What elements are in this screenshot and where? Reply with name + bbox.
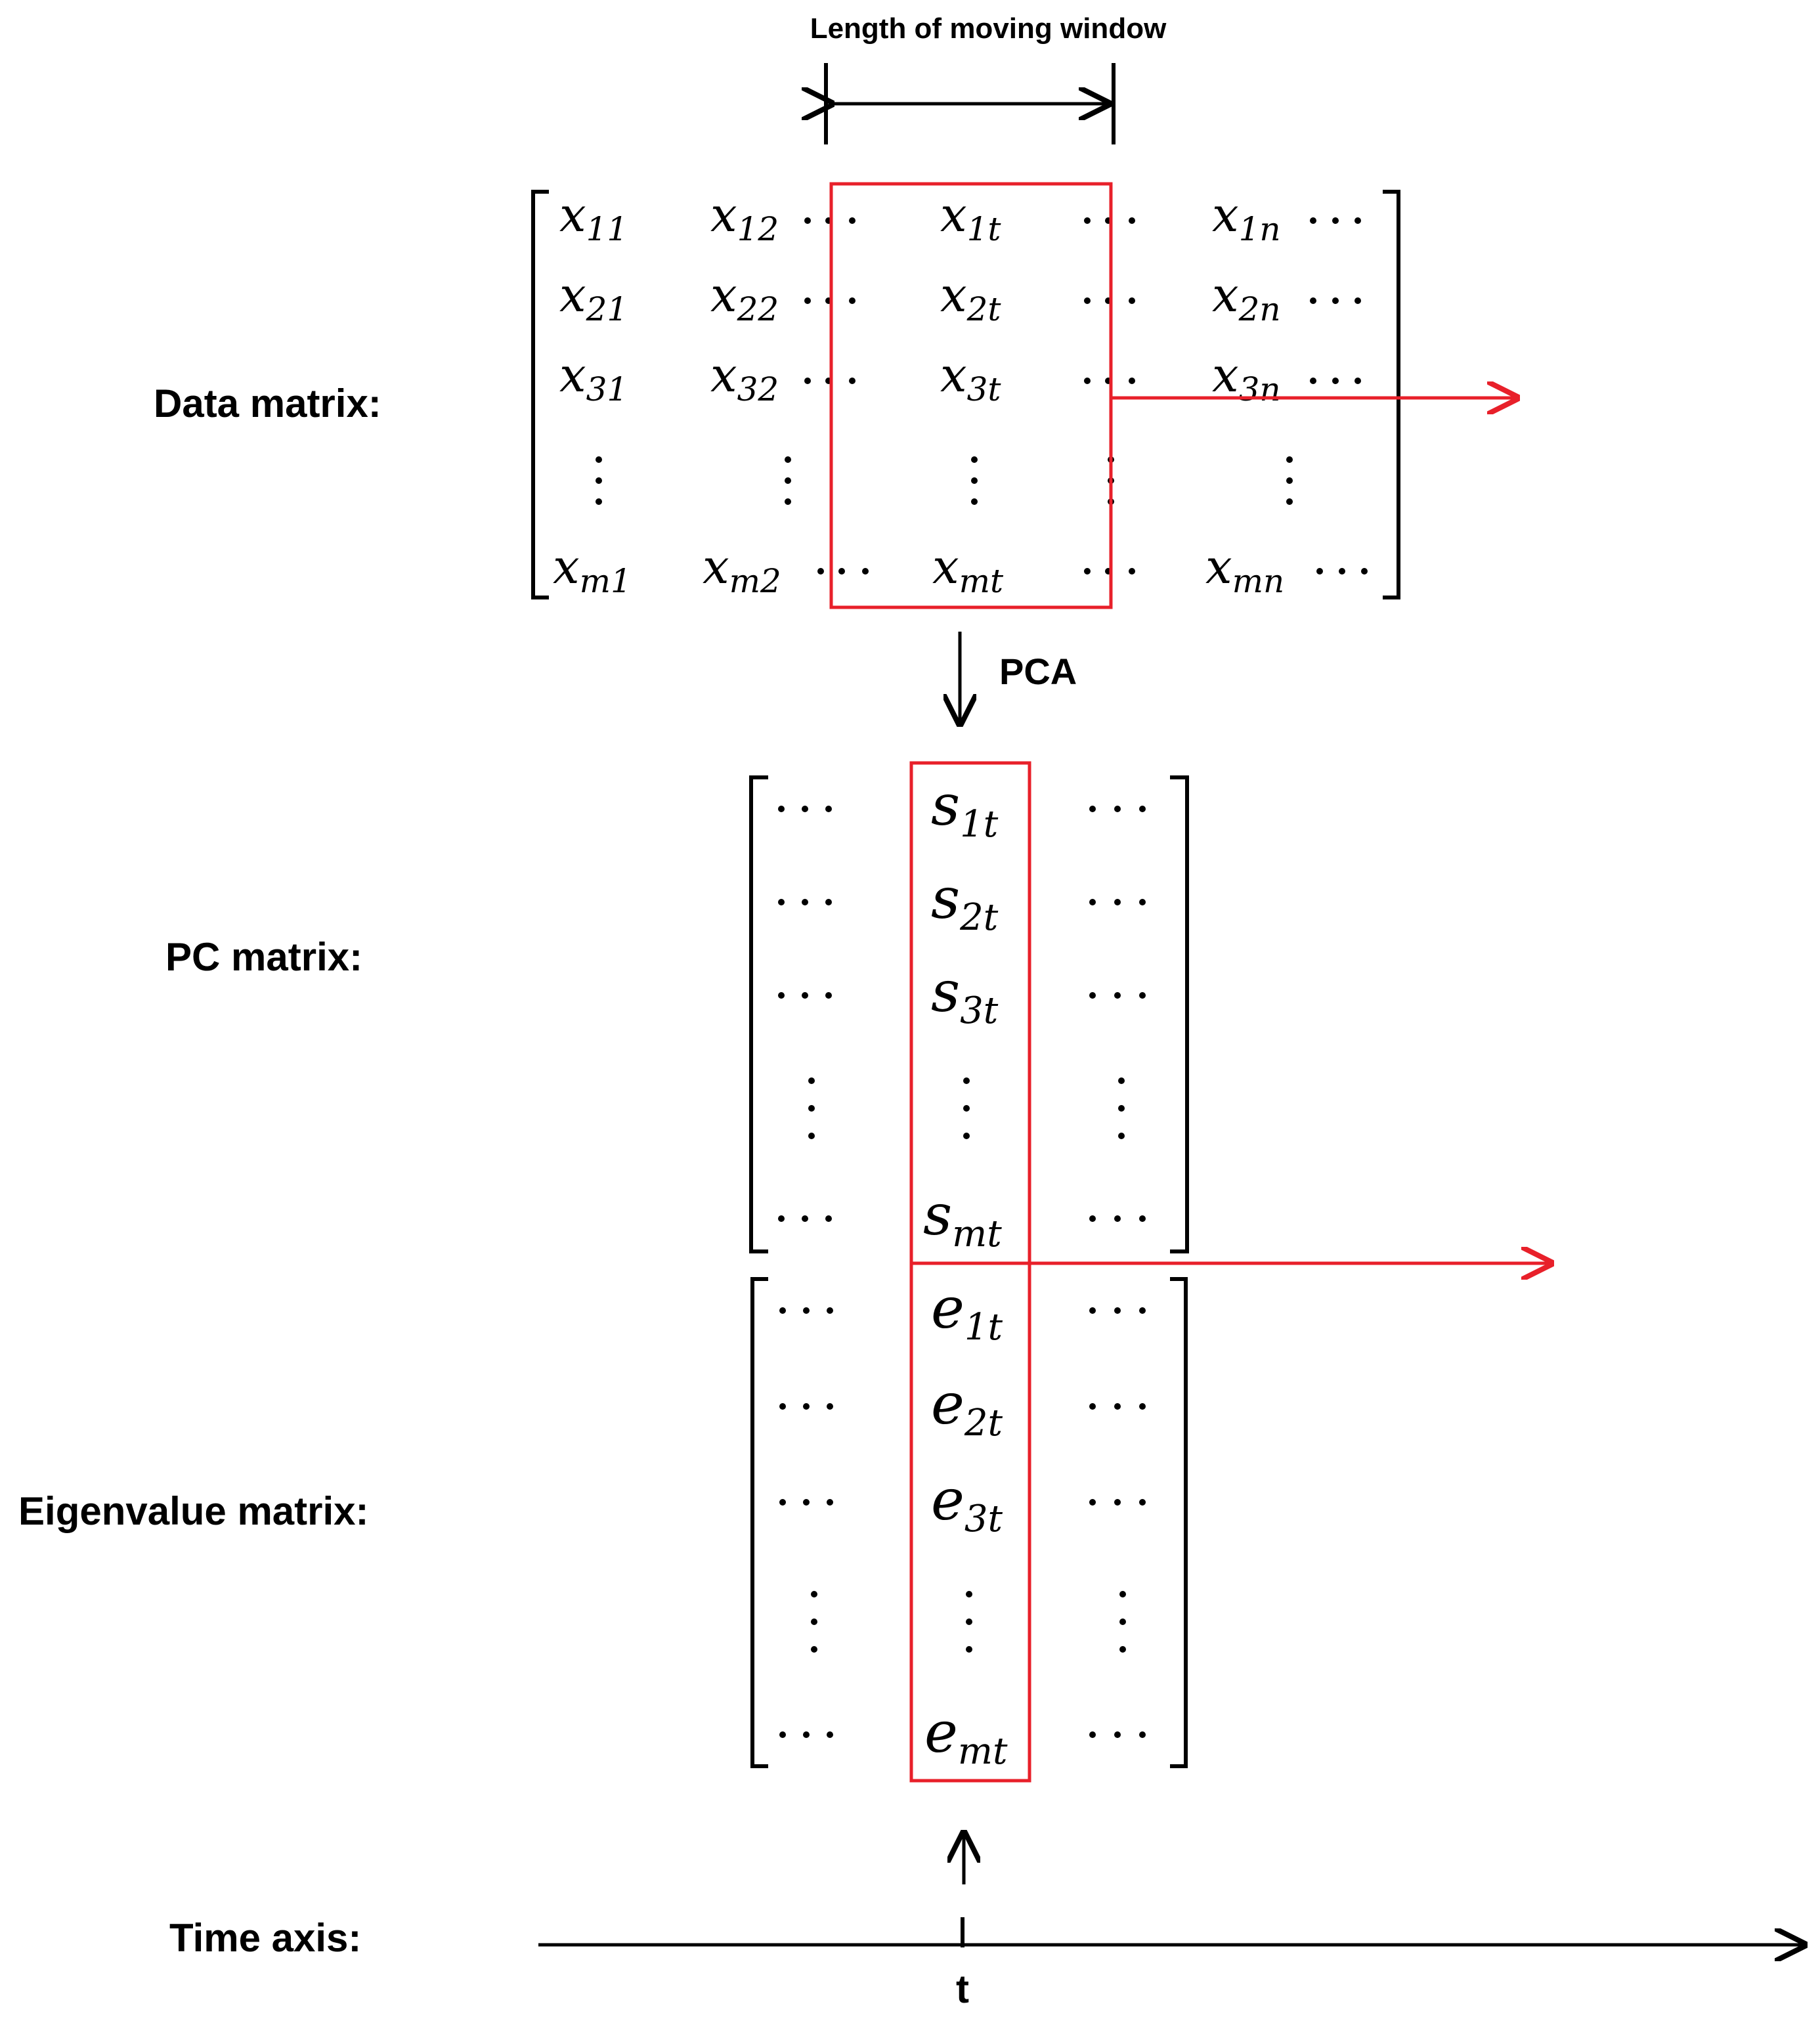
- pc-matrix-right-bracket: [1170, 775, 1189, 1253]
- eigenvalue-cell: e1t: [931, 1276, 1003, 1349]
- data-cell-window: xmt: [932, 539, 1004, 600]
- data-matrix: x11 x12 x1t x1n x21 x22 x2t x2n x31 x32 …: [531, 182, 1400, 609]
- data-cell: x32: [710, 347, 779, 408]
- pc-matrix-label: PC matrix:: [165, 935, 362, 979]
- window-length-indicator: Length of moving window: [810, 12, 1167, 144]
- moving-window-box: [829, 182, 1113, 609]
- data-cell: x3n: [1212, 347, 1281, 408]
- pc-cell: s1t: [931, 773, 999, 846]
- data-matrix-right-bracket: [1383, 190, 1400, 599]
- data-cell: xmn: [1205, 539, 1284, 600]
- data-cell-window: x1t: [940, 187, 1001, 248]
- data-cell-window: x2t: [940, 267, 1001, 328]
- window-length-label: Length of moving window: [810, 12, 1167, 45]
- pca-label: PCA: [999, 651, 1077, 692]
- data-cell: x11: [559, 187, 628, 248]
- data-matrix-vertical-ellipses: [596, 456, 1293, 505]
- data-cell: x21: [559, 267, 628, 328]
- eigenvalue-matrix-ellipses: [779, 1307, 1146, 1738]
- time-axis-label: Time axis:: [169, 1916, 361, 1960]
- pc-cell: smt: [923, 1183, 1002, 1255]
- data-cell: x31: [559, 347, 628, 408]
- data-cell: x12: [710, 187, 779, 248]
- eigenvalue-matrix: e1t e2t e3t emt: [750, 1276, 1188, 1773]
- pc-eigen-window-box: [909, 761, 1031, 1783]
- eigenvalue-cell: e3t: [931, 1467, 1003, 1540]
- eigenvalue-matrix-label: Eigenvalue matrix:: [18, 1489, 369, 1533]
- data-cell: x1n: [1212, 187, 1281, 248]
- data-matrix-left-bracket: [531, 190, 549, 599]
- eigenvalue-cell: e2t: [931, 1372, 1003, 1444]
- data-cell-window: x3t: [940, 347, 1001, 408]
- data-cell: xm2: [703, 539, 781, 600]
- data-cell: x2n: [1212, 267, 1281, 328]
- pc-matrix-ellipses: [778, 806, 1146, 1222]
- pc-matrix: s1t s2t s3t smt: [749, 773, 1189, 1255]
- eigenvalue-matrix-right-bracket: [1170, 1277, 1188, 1768]
- pc-cell: s2t: [931, 866, 999, 939]
- pc-cell: s3t: [931, 959, 999, 1032]
- eigenvalue-matrix-left-bracket: [750, 1277, 768, 1768]
- data-matrix-label: Data matrix:: [154, 381, 381, 425]
- time-t-label: t: [956, 1967, 969, 2011]
- pc-matrix-left-bracket: [749, 775, 768, 1253]
- eigenvalue-cell: emt: [924, 1700, 1008, 1773]
- data-cell: x22: [710, 267, 779, 328]
- data-cell: xm1: [553, 539, 632, 600]
- data-matrix-ellipses: [804, 217, 1368, 575]
